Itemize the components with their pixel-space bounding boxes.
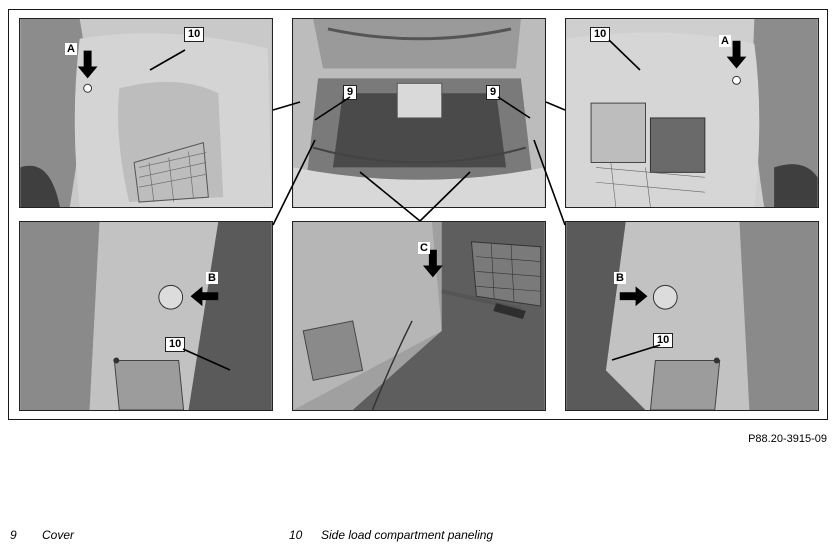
- photo-bottom-left: [19, 221, 273, 411]
- callout-10-bottom-left: 10: [165, 337, 186, 352]
- callout-10-bottom-right: 10: [653, 333, 674, 348]
- legend-item-10: 10 Side load compartment paneling: [289, 528, 493, 542]
- callout-10-top-right: 10: [590, 27, 611, 42]
- arrow-b-icon: [619, 286, 648, 307]
- arrow-a-icon: [726, 40, 747, 69]
- photo-bottom-right: [565, 221, 819, 411]
- figure-reference: P88.20-3915-09: [748, 433, 827, 445]
- screwdriver-illustration: [293, 222, 545, 410]
- legend-number: 9: [10, 528, 17, 542]
- photo-top-left: [19, 18, 273, 208]
- legend-number: 10: [289, 528, 303, 542]
- callout-c: C: [418, 242, 430, 254]
- callout-9-right: 9: [486, 85, 501, 100]
- callout-a-right: A: [719, 35, 731, 47]
- legend-label: Cover: [42, 528, 75, 542]
- paneling-right-illustration: [566, 222, 818, 410]
- trunk-open-illustration: [293, 19, 545, 207]
- photo-top-right: [565, 18, 819, 208]
- callout-10-top-left: 10: [184, 27, 205, 42]
- legend-item-9: 9 Cover: [10, 528, 74, 542]
- callout-b-left: B: [206, 272, 218, 284]
- trunk-left-illustration: [20, 19, 272, 207]
- photo-top-middle: [292, 18, 546, 208]
- arrow-c-icon: [422, 249, 443, 278]
- trunk-right-illustration: [566, 19, 818, 207]
- arrow-b-icon: [190, 286, 219, 307]
- callout-9-left: 9: [343, 85, 358, 100]
- callout-a-left: A: [65, 43, 77, 55]
- legend-label: Side load compartment paneling: [321, 528, 494, 542]
- callout-b-right: B: [614, 272, 626, 284]
- arrow-a-icon: [77, 50, 98, 79]
